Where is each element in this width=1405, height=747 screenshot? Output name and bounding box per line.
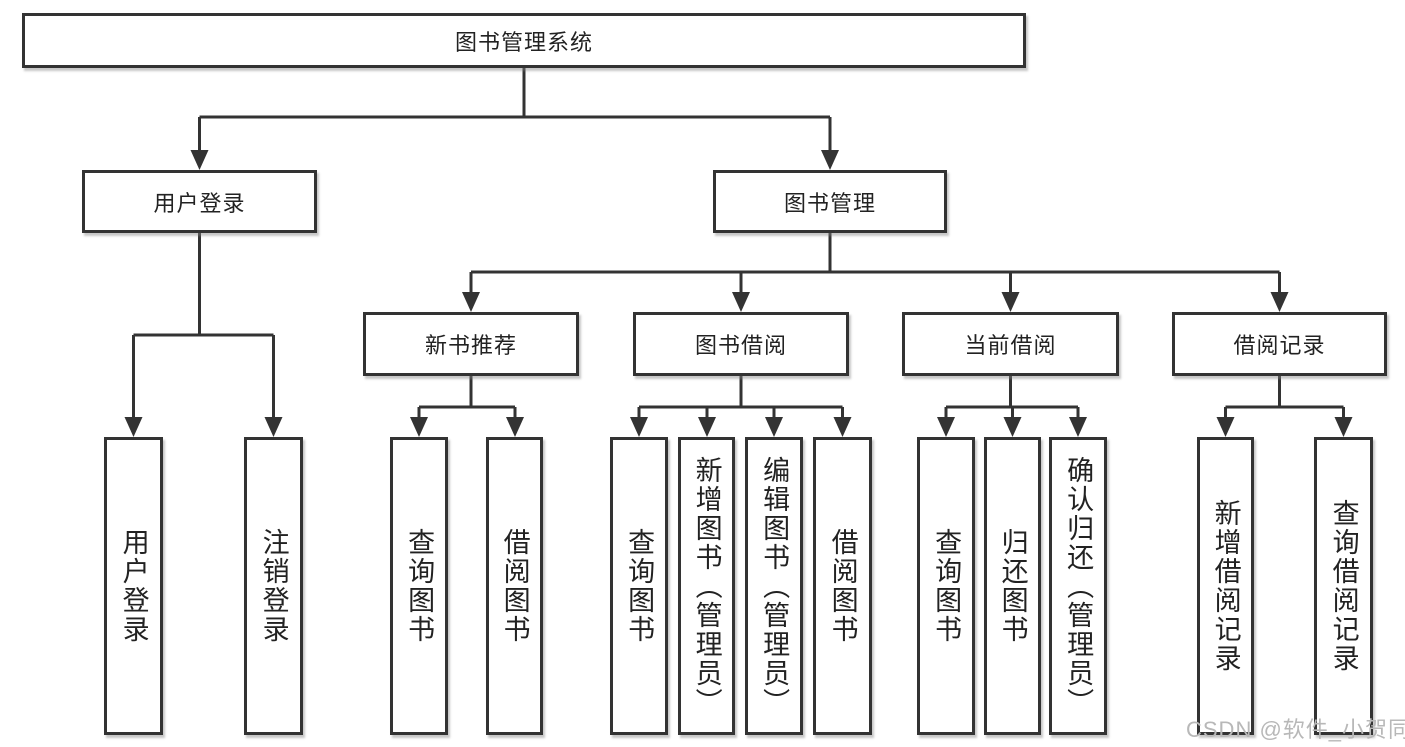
leaf-bb-query-books-label: 查询图书: [624, 528, 655, 644]
leaf-bb-edit-books: 编辑图书（管理员）: [745, 437, 803, 735]
leaf-logout: 注销登录: [244, 437, 303, 735]
leaf-cb-confirm-return-label: 确认归还（管理员）: [1063, 455, 1094, 717]
node-book-borrow: 图书借阅: [633, 312, 849, 376]
leaf-bb-add-books: 新增图书（管理员）: [678, 437, 735, 735]
leaf-bb-add-books-label: 新增图书（管理员）: [691, 455, 722, 717]
node-borrow-records-label: 借阅记录: [1233, 333, 1326, 358]
leaf-bb-edit-books-label: 编辑图书（管理员）: [759, 455, 790, 717]
connector-trunks: [132, 66, 1345, 419]
leaf-nb-query-books: 查询图书: [390, 437, 448, 735]
node-new-book-recommend: 新书推荐: [363, 312, 579, 376]
leaf-nb-borrow-books-label: 借阅图书: [499, 528, 530, 644]
leaf-cb-return-books-label: 归还图书: [997, 528, 1028, 644]
node-book-management: 图书管理: [713, 170, 947, 233]
leaf-user-login-label: 用户登录: [118, 528, 149, 644]
leaf-br-add-record: 新增借阅记录: [1197, 437, 1254, 735]
node-user-login-label: 用户登录: [153, 190, 246, 216]
leaf-bb-borrow-books: 借阅图书: [813, 437, 872, 735]
leaf-br-query-record-label: 查询借阅记录: [1328, 499, 1359, 673]
node-borrow-records: 借阅记录: [1172, 312, 1387, 376]
node-user-login: 用户登录: [82, 170, 317, 233]
leaf-cb-query-books-label: 查询图书: [931, 528, 962, 644]
leaf-br-query-record: 查询借阅记录: [1314, 437, 1373, 735]
leaf-cb-return-books: 归还图书: [984, 437, 1041, 735]
leaf-bb-query-books: 查询图书: [610, 437, 668, 735]
node-book-management-label: 图书管理: [783, 190, 876, 216]
connector-arrowheads: [124, 150, 1353, 437]
node-current-borrow: 当前借阅: [902, 312, 1119, 376]
leaf-logout-label: 注销登录: [258, 528, 289, 644]
watermark: CSDN @软件_小贺同学: [1186, 717, 1405, 742]
leaf-br-add-record-label: 新增借阅记录: [1210, 499, 1241, 673]
leaf-nb-query-books-label: 查询图书: [404, 528, 435, 644]
node-current-borrow-label: 当前借阅: [964, 333, 1057, 358]
leaf-user-login: 用户登录: [104, 437, 163, 735]
leaf-cb-query-books: 查询图书: [917, 437, 975, 735]
node-root-label: 图书管理系统: [454, 29, 593, 55]
node-book-borrow-label: 图书借阅: [694, 333, 787, 358]
node-new-book-recommend-label: 新书推荐: [424, 333, 517, 358]
leaf-cb-confirm-return: 确认归还（管理员）: [1049, 437, 1107, 735]
node-root: 图书管理系统: [22, 13, 1026, 68]
leaf-bb-borrow-books-label: 借阅图书: [827, 528, 858, 644]
leaf-nb-borrow-books: 借阅图书: [486, 437, 543, 735]
